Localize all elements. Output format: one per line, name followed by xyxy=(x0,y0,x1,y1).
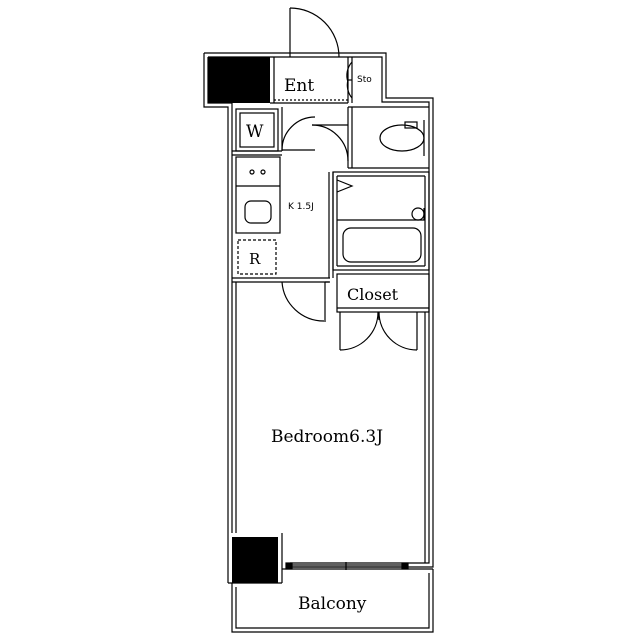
bedroom-door xyxy=(281,281,329,322)
label-storage: Sto xyxy=(357,75,372,85)
column-bottom-left xyxy=(232,537,278,583)
toilet-room xyxy=(311,106,429,169)
label-closet: Closet xyxy=(347,285,399,304)
kitchen xyxy=(232,156,330,283)
label-washer: W xyxy=(246,122,264,142)
label-bedroom: Bedroom6.3J xyxy=(271,427,383,447)
closet xyxy=(336,273,430,351)
balcony xyxy=(231,569,434,633)
corridor-walls xyxy=(232,107,316,156)
bedroom-walls xyxy=(235,282,426,563)
balcony-window xyxy=(281,533,433,583)
storage-doors xyxy=(346,61,353,99)
outer-walls xyxy=(203,52,434,584)
label-balcony: Balcony xyxy=(298,594,367,614)
entrance-area xyxy=(270,7,353,104)
label-entrance: Ent xyxy=(284,76,314,96)
column-top-left xyxy=(208,57,270,103)
structural-columns xyxy=(208,57,278,583)
label-kitchen: K 1.5J xyxy=(288,202,314,212)
bathroom xyxy=(328,171,430,278)
label-refrigerator: R xyxy=(249,250,261,268)
